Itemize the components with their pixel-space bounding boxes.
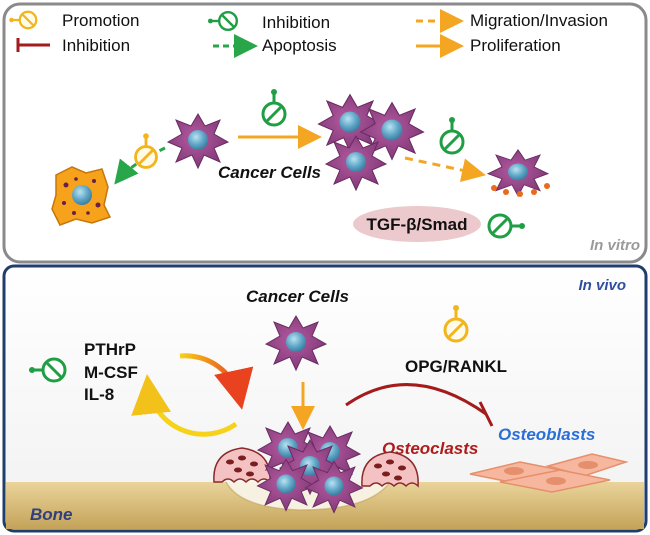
- legend-inhibition-line: Inhibition: [16, 36, 130, 55]
- legend-promotion: Promotion: [8, 10, 139, 30]
- legend-apoptosis-label: Apoptosis: [262, 36, 337, 55]
- factor-m-csf: M-CSF: [84, 363, 138, 382]
- osteoclasts-label: Osteoclasts: [382, 439, 478, 458]
- legend-migration: Migration/Invasion: [416, 9, 608, 33]
- inhibition-osteoblasts-line: [345, 383, 494, 427]
- factor-il-8: IL-8: [84, 385, 114, 404]
- tgf-smad-pathway: TGF-β/Smad: [353, 206, 481, 242]
- in-vitro-label: In vitro: [590, 237, 640, 254]
- apoptosis-arrow: [114, 146, 166, 185]
- legend-proliferation-label: Proliferation: [470, 36, 561, 55]
- osteoblasts-label: Osteoblasts: [498, 425, 595, 444]
- bone-label: Bone: [30, 505, 73, 524]
- migrating-cell-icon: [487, 149, 550, 197]
- in-vitro-panel: [2, 2, 648, 264]
- tgf-smad-label: TGF-β/Smad: [366, 215, 467, 234]
- feedback-cycle: [131, 353, 254, 437]
- factor-list: PTHrP M-CSF IL-8: [84, 340, 138, 404]
- factor-pthrp: PTHrP: [84, 340, 136, 359]
- legend-migration-label: Migration/Invasion: [470, 11, 608, 30]
- legend-inhibition-symbol-label: Inhibition: [262, 13, 330, 32]
- migration-arrow: [404, 156, 486, 182]
- osteoclast-left-icon: [213, 447, 271, 484]
- osteoblasts-icon: [469, 453, 629, 493]
- legend-proliferation: Proliferation: [416, 34, 561, 58]
- in-vivo-content: In vivo Cancer Cells Bone PTHrP M-CSF IL…: [6, 277, 644, 529]
- in-vivo-panel: [2, 264, 648, 533]
- in-vivo-label: In vivo: [578, 277, 626, 294]
- opg-rankl-label: OPG/RANKL: [405, 357, 507, 376]
- in-vitro-cancer-cells-label: Cancer Cells: [218, 163, 321, 182]
- legend-inhibition-line-label: Inhibition: [62, 36, 130, 55]
- legend: Promotion Inhibition Inhibition Apoptosi…: [8, 9, 608, 58]
- osteoclast-right-icon: [361, 451, 419, 488]
- in-vivo-cancer-cell-icon: [265, 315, 327, 371]
- in-vitro-content: Cancer Cells TGF-β/Smad In vitro: [51, 87, 640, 254]
- legend-promotion-label: Promotion: [62, 11, 139, 30]
- legend-inhibition-symbol: Inhibition: [206, 10, 330, 32]
- in-vivo-cancer-cells-label: Cancer Cells: [246, 287, 349, 306]
- legend-apoptosis: Apoptosis: [213, 34, 337, 58]
- apoptotic-cell-icon: [51, 166, 112, 226]
- inhibition-line-icon: [16, 38, 50, 52]
- cancer-cell-icon: [167, 113, 229, 169]
